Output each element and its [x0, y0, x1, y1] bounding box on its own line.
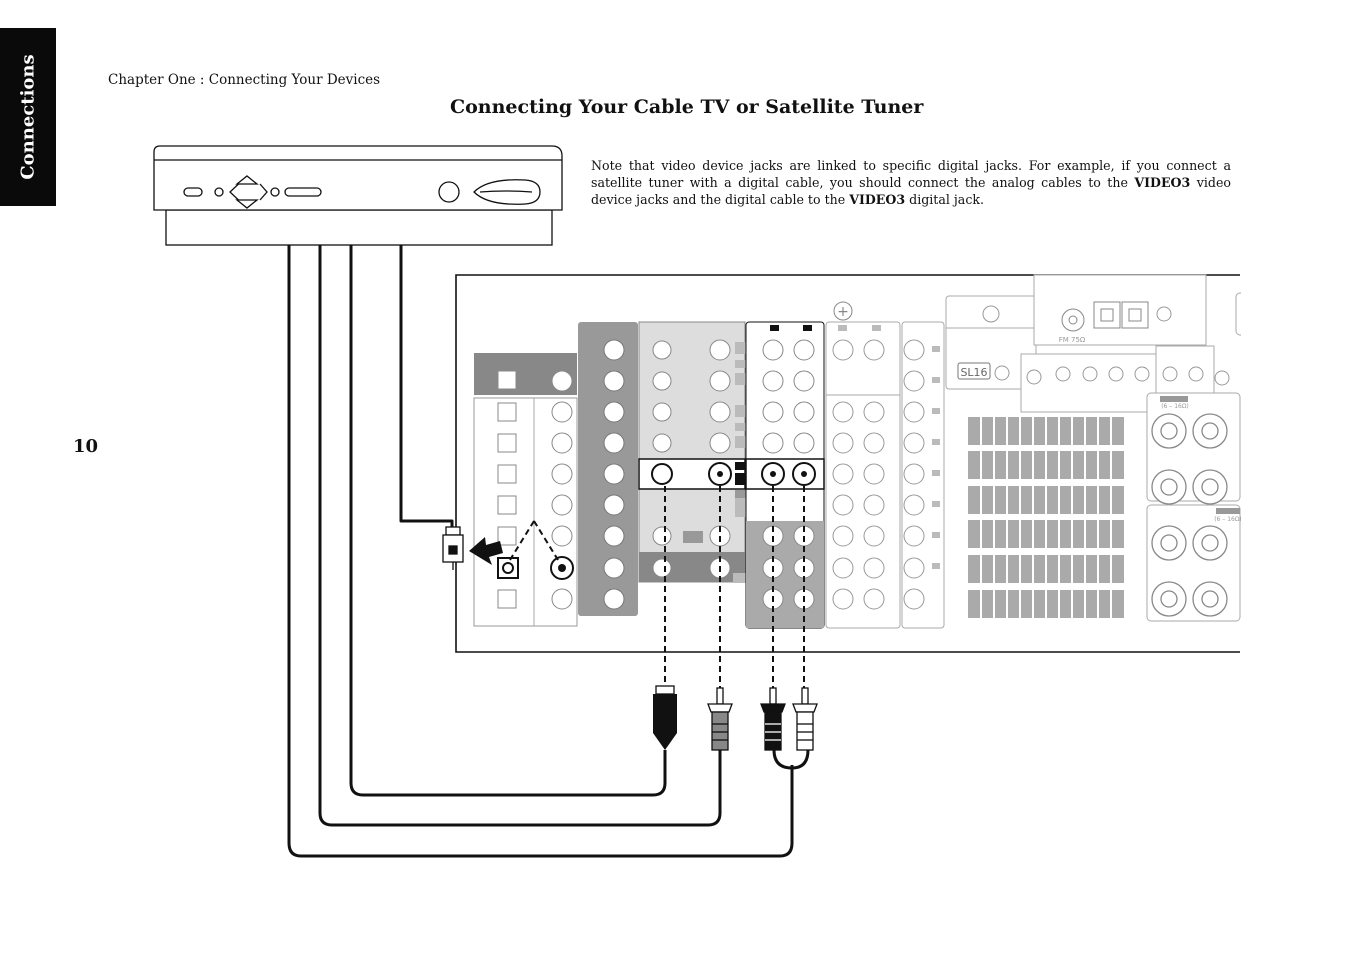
- digital-cable: [399, 245, 454, 536]
- audio-left-plug-icon: [760, 687, 786, 751]
- model-logo: SL16: [960, 366, 987, 379]
- tuner-box: [153, 145, 563, 246]
- note-text-1: Note that video device jacks are linked …: [591, 158, 1231, 190]
- s-video-cable: [349, 245, 667, 797]
- speaker-impedance-label-a: (6 – 16Ω): [1161, 403, 1189, 410]
- chapter-header: Chapter One : Connecting Your Devices: [108, 72, 381, 88]
- page-title: Connecting Your Cable TV or Satellite Tu…: [450, 96, 924, 118]
- svg-text:+: +: [837, 304, 849, 320]
- video-cable: [318, 245, 722, 827]
- fm-antenna-label: FM 75Ω: [1059, 336, 1086, 344]
- audio-right-plug-icon: [792, 687, 818, 751]
- section-tab: Connections: [0, 28, 56, 206]
- cables: [287, 245, 810, 858]
- note-bold-2: VIDEO3: [849, 192, 906, 207]
- note-text-3: digital jack.: [905, 192, 985, 207]
- s-video-plug-icon: [653, 685, 677, 750]
- receiver-rear-panel: + SL16: [455, 274, 1351, 655]
- video-plug-icon: [707, 687, 733, 751]
- insert-arrow-icon: [469, 537, 503, 565]
- optical-plug-icon: [442, 526, 464, 570]
- note-paragraph: Note that video device jacks are linked …: [591, 157, 1231, 208]
- audio-cable: [287, 245, 794, 858]
- page-number: 10: [73, 436, 99, 457]
- note-bold-1: VIDEO3: [1134, 175, 1191, 190]
- note-text-2: video device jacks and the digital cable…: [591, 175, 1231, 207]
- speaker-impedance-label-b: (6 – 16Ω): [1214, 516, 1242, 523]
